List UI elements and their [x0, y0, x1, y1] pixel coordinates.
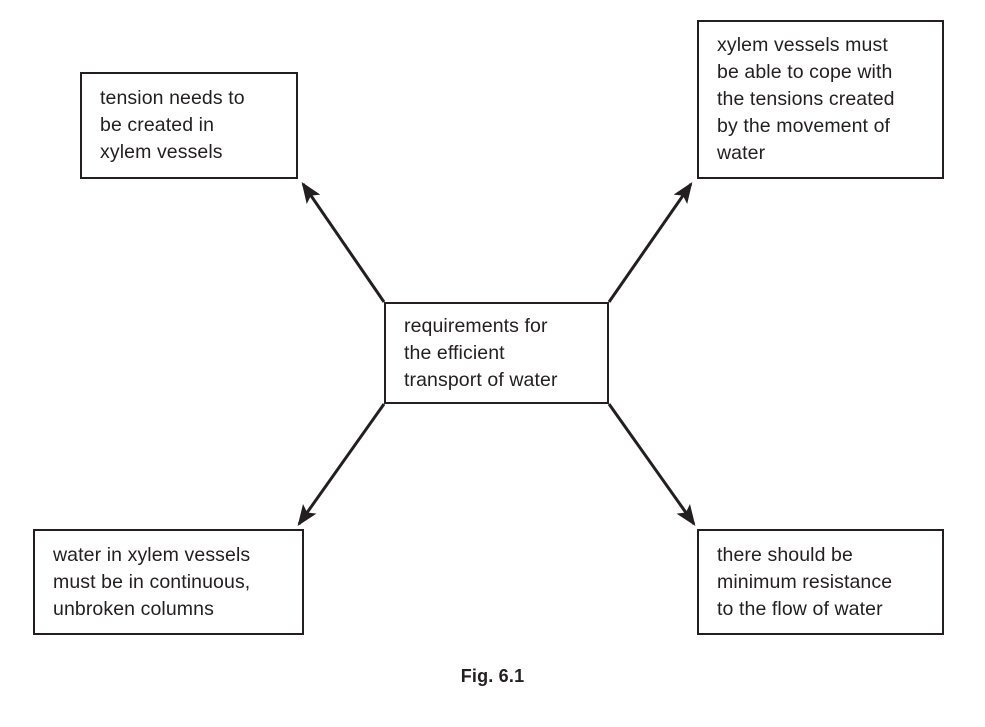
- connector-center-to-bottom-left: [297, 403, 386, 526]
- connector-center-to-top-right: [607, 182, 693, 303]
- connector-center-to-top-left: [301, 182, 386, 303]
- diagram-node-top-right: xylem vessels must be able to cope with …: [697, 20, 944, 179]
- diagram-node-center: requirements for the efficient transport…: [384, 302, 609, 404]
- diagram-node-top-right-label: xylem vessels must be able to cope with …: [717, 34, 895, 164]
- diagram-node-center-label: requirements for the efficient transport…: [404, 314, 558, 391]
- diagram-node-bottom-left: water in xylem vessels must be in contin…: [33, 529, 304, 635]
- diagram-node-bottom-left-label: water in xylem vessels must be in contin…: [53, 543, 251, 620]
- diagram-node-top-left: tension needs to be created in xylem ves…: [80, 72, 298, 179]
- diagram-node-top-left-label: tension needs to be created in xylem ves…: [100, 87, 245, 163]
- figure-caption: Fig. 6.1: [460, 666, 525, 686]
- connector-center-to-bottom-right: [607, 403, 696, 526]
- diagram-node-bottom-right: there should be minimum resistance to th…: [697, 529, 944, 635]
- diagram-node-bottom-right-label: there should be minimum resistance to th…: [717, 543, 893, 620]
